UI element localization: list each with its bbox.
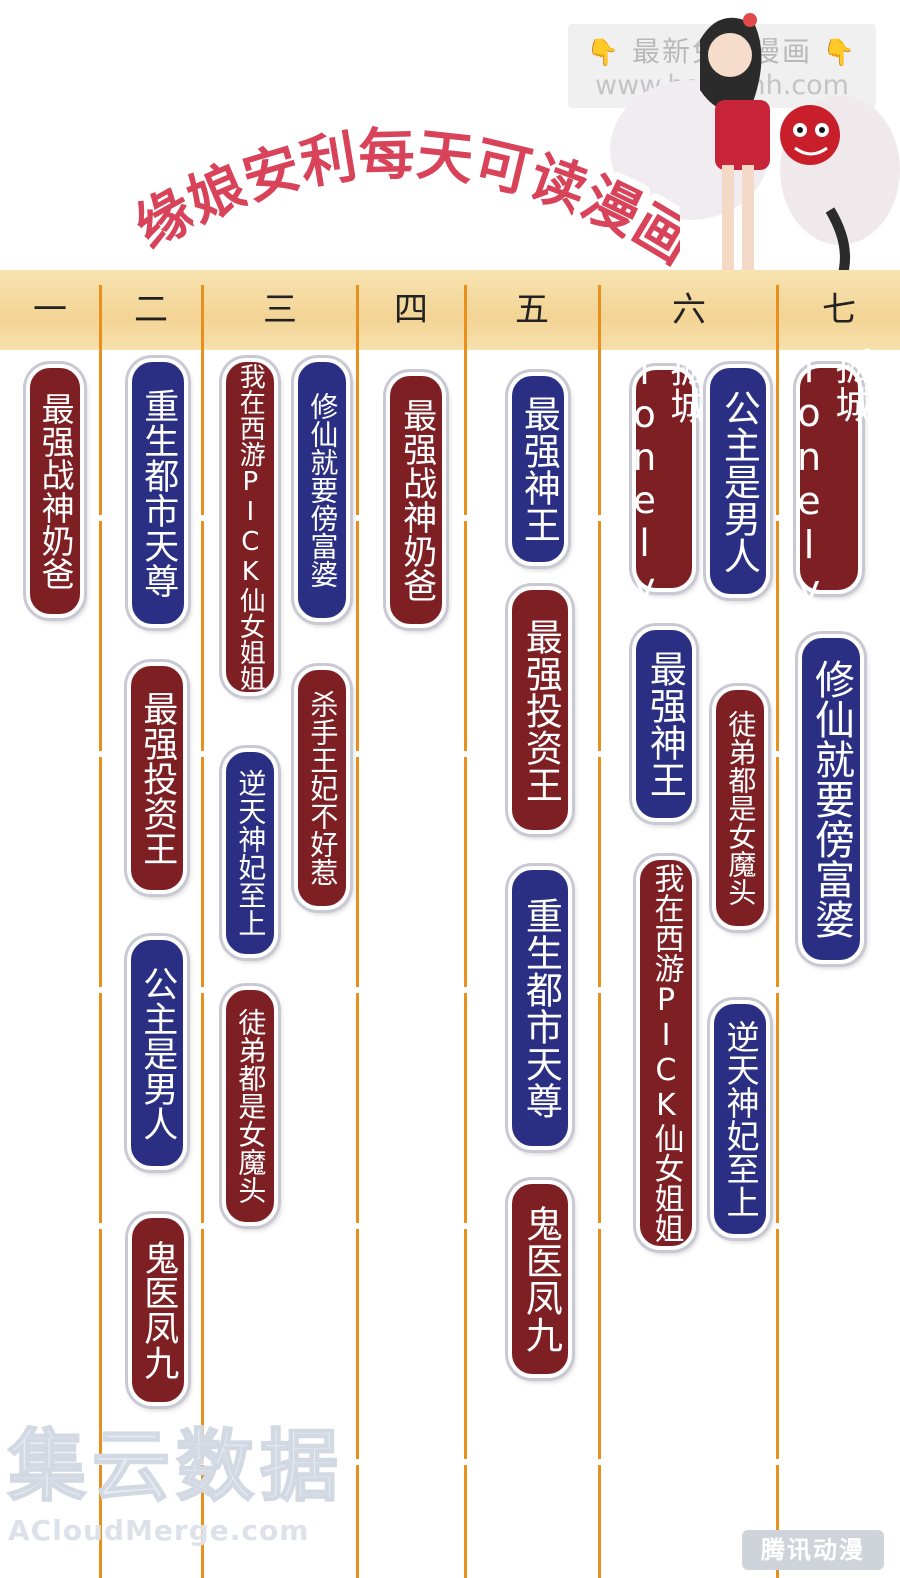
day-tue: 二 — [134, 290, 168, 330]
pointing-hand-icon: 👇 — [586, 38, 622, 68]
day-sat: 六 — [672, 290, 706, 330]
comic-title-tag[interactable]: 最强神王 — [632, 626, 696, 822]
watermark-bottom: 集云数据 ACloudMerge.com — [7, 1422, 388, 1568]
column-divider — [99, 285, 102, 1578]
watermark-url: ACloudMerge.com — [8, 1514, 310, 1547]
comic-title-tag[interactable]: 逆天神妃至上 — [710, 1000, 770, 1238]
comic-title-tag[interactable]: 我在西游PICK仙女姐姐 — [222, 358, 278, 696]
comic-title-tag[interactable]: 徒弟都是女魔头 — [222, 986, 278, 1226]
comic-title-tag[interactable]: 公主是男人 — [706, 364, 770, 598]
comic-title-tag[interactable]: 最强神王 — [508, 372, 568, 566]
column-divider — [201, 285, 204, 1578]
comic-title-tag[interactable]: 杀手王妃不好惹 — [294, 666, 350, 910]
comic-title-tag[interactable]: 徒弟都是女魔头 — [712, 686, 768, 930]
day-mon: 一 — [33, 290, 67, 330]
comic-title-tag[interactable]: 孤城lonely — [623, 350, 707, 608]
comic-title-tag[interactable]: 最强投资王 — [508, 586, 572, 834]
comic-title-tag[interactable]: 公主是男人 — [127, 936, 187, 1170]
weekday-header: 一 二 三 四 五 六 七 — [0, 270, 900, 350]
column-divider — [356, 285, 359, 1578]
comic-title-tag[interactable]: 最强战神奶爸 — [26, 364, 84, 618]
day-fri: 五 — [515, 290, 549, 330]
day-thu: 四 — [394, 290, 428, 330]
pointing-hand-icon: 👇 — [822, 38, 858, 68]
comic-title-tag[interactable]: 逆天神妃至上 — [222, 748, 278, 958]
character-illustration — [610, 13, 900, 306]
banner: 缘娘安利每天可读漫画 — [120, 115, 680, 284]
comic-title-tag[interactable]: 修仙就要傍富婆 — [798, 634, 864, 964]
day-sun: 七 — [822, 290, 856, 330]
svg-text:缘娘安利每天可读漫画: 缘娘安利每天可读漫画 — [125, 122, 680, 277]
comic-title-tag[interactable]: 最强战神奶爸 — [386, 372, 446, 628]
comic-title-tag[interactable]: 重生都市天尊 — [128, 358, 188, 628]
banner-title: 缘娘安利每天可读漫画 — [120, 115, 680, 284]
watermark-big-text: 集云数据 — [7, 1422, 345, 1512]
comic-title-tag[interactable]: 重生都市天尊 — [508, 866, 572, 1150]
column-divider — [776, 285, 779, 1578]
comic-title-tag[interactable]: 鬼医凤九 — [508, 1180, 572, 1378]
comic-title-tag[interactable]: 孤城lonely — [787, 347, 873, 611]
column-divider — [598, 285, 601, 1578]
comic-title-tag[interactable]: 最强投资王 — [127, 662, 187, 894]
day-wed: 三 — [263, 290, 297, 330]
comic-title-tag[interactable]: 鬼医凤九 — [128, 1214, 188, 1406]
watermark-corner-logo: 腾讯动漫 — [742, 1530, 884, 1570]
column-divider — [464, 285, 467, 1578]
comic-title-tag[interactable]: 修仙就要傍富婆 — [294, 358, 350, 622]
comic-title-tag[interactable]: 我在西游PICK仙女姐姐 — [636, 856, 696, 1250]
